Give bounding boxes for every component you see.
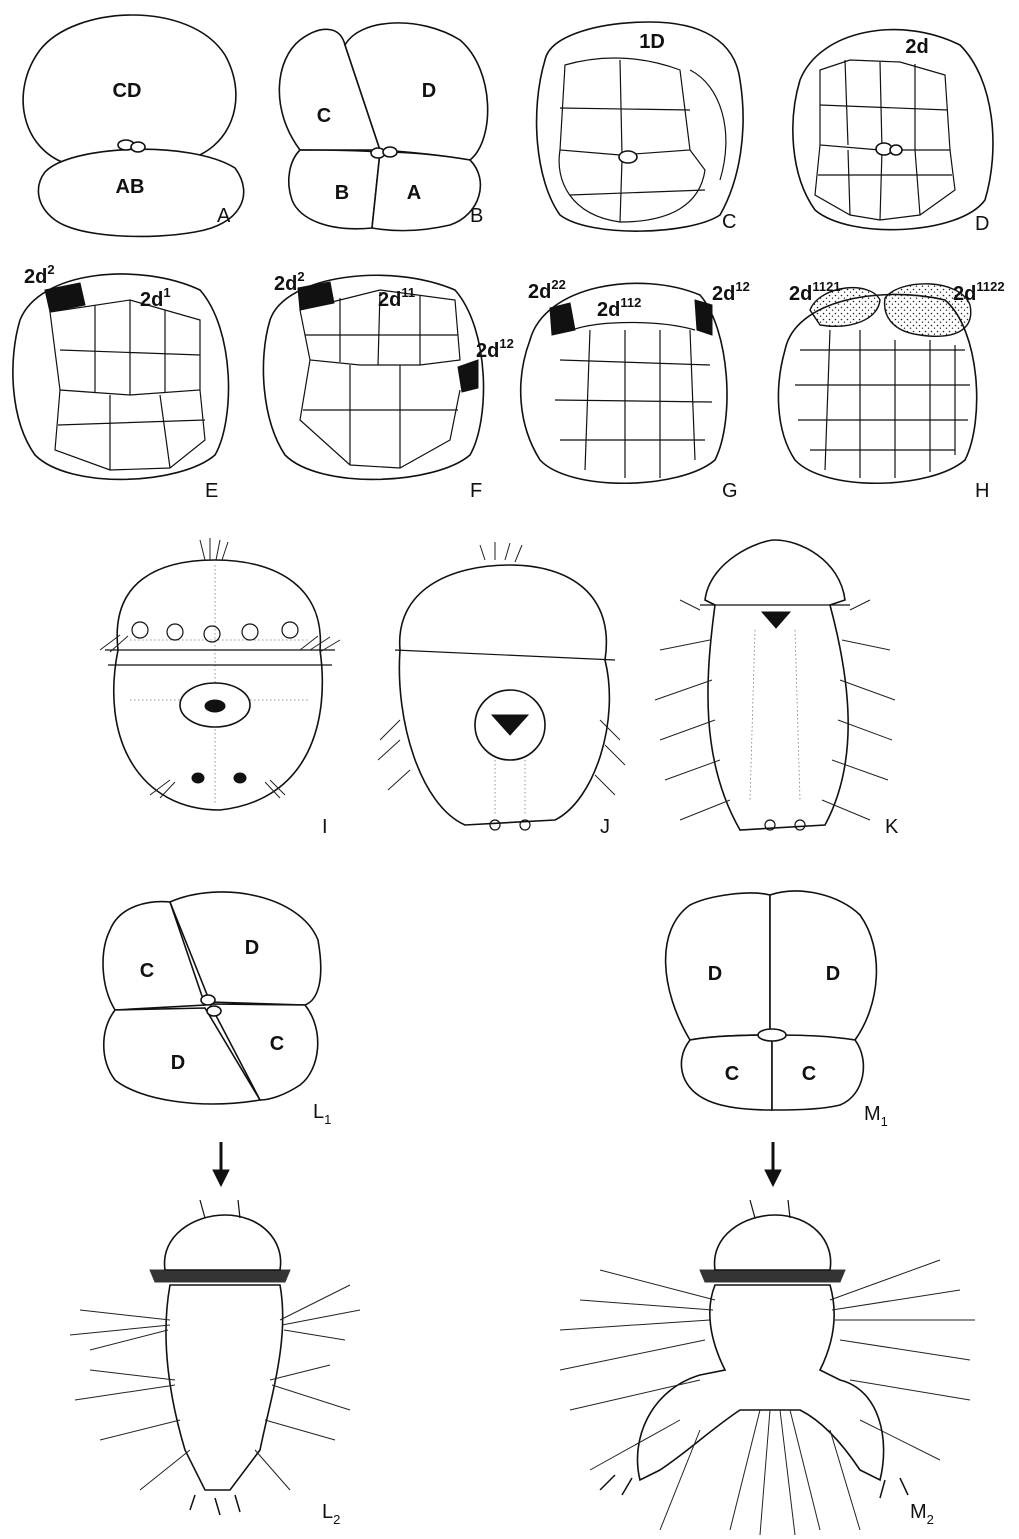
- panel-label-j: J: [600, 816, 610, 838]
- panel-label-l2: L2: [322, 1501, 340, 1527]
- cell-label-c-l1a: C: [140, 960, 154, 982]
- panel-label-i: I: [322, 816, 328, 838]
- panel-b-four-cell-embryo: C D B A B: [279, 23, 487, 231]
- panel-m2-larva: M2: [560, 1200, 975, 1535]
- cell-label-d-l1b: D: [171, 1052, 185, 1074]
- cell-label-cd: CD: [113, 80, 142, 102]
- panel-e-embryo: 2d2 2d1 E: [13, 262, 229, 502]
- panel-label-h: H: [975, 480, 989, 502]
- panel-k-larva: K: [655, 540, 899, 838]
- panel-label-m1: M1: [864, 1103, 888, 1129]
- panel-label-f: F: [470, 480, 482, 502]
- cell-label-d-l1a: D: [245, 937, 259, 959]
- panel-label-k: K: [885, 816, 899, 838]
- panel-j-larva: J: [378, 542, 625, 838]
- cell-label-d-m1b: D: [826, 963, 840, 985]
- panel-i-trochophore-larva: I: [100, 538, 340, 838]
- panel-label-d: D: [975, 213, 989, 235]
- panel-label-e: E: [205, 480, 218, 502]
- cell-label-c-l1b: C: [270, 1033, 284, 1055]
- cell-label-c-m1a: C: [725, 1063, 739, 1085]
- cell-label-d-m1a: D: [708, 963, 722, 985]
- cell-label-2d: 2d: [905, 36, 928, 58]
- development-arrow-m: [765, 1142, 781, 1186]
- cell-label-2d22: 2d22: [528, 277, 566, 303]
- cell-label-2d2: 2d2: [24, 262, 55, 288]
- panel-f-embryo: 2d2 2d11 2d12 F: [263, 269, 513, 502]
- cell-label-b: B: [335, 182, 349, 204]
- cell-label-c: C: [317, 105, 331, 127]
- panel-label-m2: M2: [910, 1501, 934, 1527]
- panel-l2-larva: L2: [70, 1200, 360, 1527]
- panel-d-sixteen-cell-embryo: 2d D: [793, 30, 993, 235]
- panel-c-eight-cell-embryo: 1D C: [537, 22, 744, 233]
- panel-label-a: A: [217, 205, 231, 227]
- panel-a-two-cell-embryo: CD AB A: [23, 15, 244, 236]
- cell-label-2d12: 2d12: [476, 336, 514, 362]
- panel-label-b: B: [470, 205, 483, 227]
- panel-h-embryo: 2d1121 2d1122 H: [778, 279, 1004, 502]
- cell-label-1d: 1D: [639, 31, 665, 53]
- panel-label-l1: L1: [313, 1101, 331, 1127]
- development-arrow-l: [213, 1142, 229, 1186]
- panel-m1-four-cell-embryo: D D C C M1: [666, 891, 888, 1129]
- cell-label-c-m1b: C: [802, 1063, 816, 1085]
- cell-label-d: D: [422, 80, 436, 102]
- cell-label-ab: AB: [116, 176, 145, 198]
- panel-l1-four-cell-embryo: C D D C L1: [103, 892, 331, 1127]
- cell-label-2d1122: 2d1122: [953, 279, 1005, 305]
- panel-label-g: G: [722, 480, 738, 502]
- cell-label-a: A: [407, 182, 421, 204]
- cell-label-2d12-g: 2d12: [712, 279, 750, 305]
- panel-g-embryo: 2d22 2d112 2d12 G: [521, 277, 750, 502]
- panel-label-c: C: [722, 211, 736, 233]
